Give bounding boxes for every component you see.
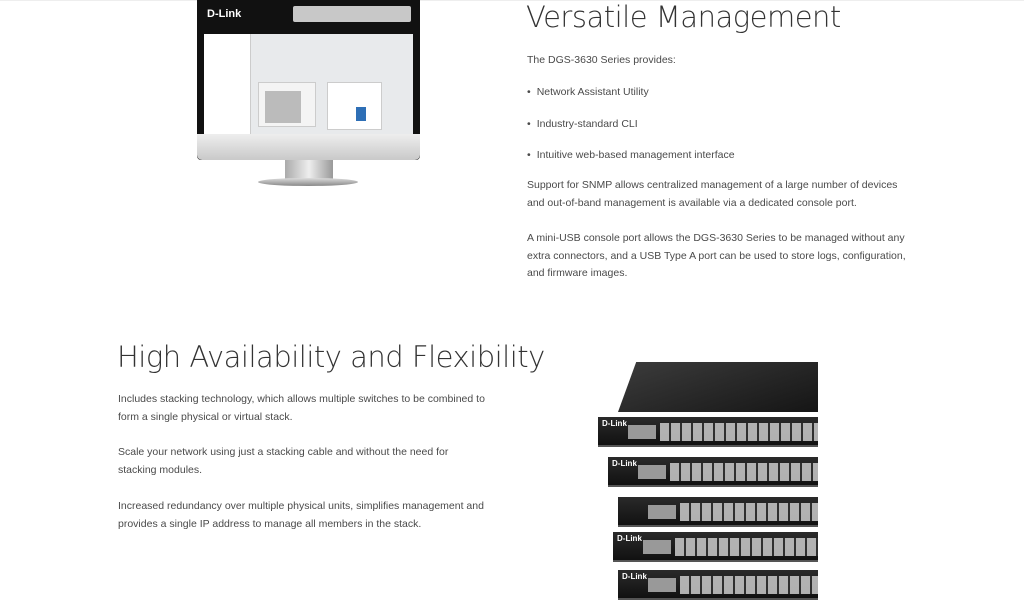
- web-ui-screen: [204, 34, 413, 134]
- section-heading-versatile-management: Versatile Management: [526, 0, 841, 34]
- paragraph: Scale your network using just a stacking…: [118, 446, 449, 476]
- intro-text: The DGS-3630 Series provides:: [527, 54, 676, 66]
- switch-graphic: [293, 6, 411, 22]
- monitor-logo: D-Link: [207, 8, 242, 20]
- paragraph: Increased redundancy over multiple physi…: [118, 500, 484, 530]
- paragraph: Includes stacking technology, which allo…: [118, 393, 485, 423]
- paragraph: Support for SNMP allows centralized mana…: [527, 179, 898, 209]
- bullet-item: Industry-standard CLI: [527, 118, 638, 130]
- section-heading-high-availability: High Availability and Flexibility: [117, 340, 545, 374]
- bullet-item: Intuitive web-based management interface: [527, 149, 735, 161]
- divider: [0, 0, 1024, 1]
- bullet-item: Network Assistant Utility: [527, 86, 649, 98]
- stacked-switches-image: D-Link D-Link D-Link D-Link: [598, 362, 818, 615]
- paragraph: A mini-USB console port allows the DGS-3…: [527, 232, 906, 279]
